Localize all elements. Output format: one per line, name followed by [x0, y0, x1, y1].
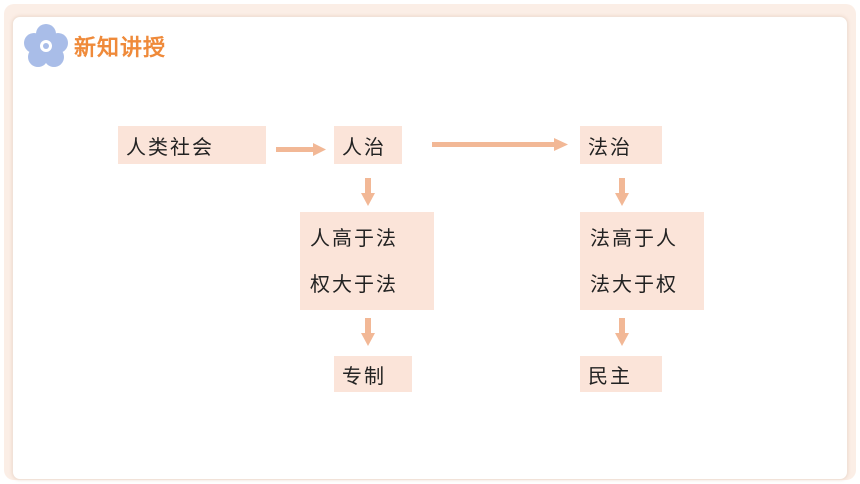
- arrow-rule-of-man-to-rule-of-law: [432, 138, 568, 151]
- node-rule-of-law: 法治: [580, 126, 662, 164]
- arrow-law-over-man-down: [615, 318, 629, 346]
- flower-icon: [22, 23, 70, 69]
- node-society: 人类社会: [118, 126, 266, 164]
- node-man-over-law: 人高于法 权大于法: [300, 212, 434, 310]
- node-autocracy: 专制: [334, 356, 412, 392]
- node-law-over-man-line-1: 法高于人: [590, 226, 678, 250]
- node-law-over-man-line-2: 法大于权: [590, 272, 678, 296]
- arrow-man-over-law-down: [361, 318, 375, 346]
- page-title: 新知讲授: [74, 36, 167, 61]
- slide-header: 新知讲授: [22, 24, 166, 68]
- arrow-rule-of-man-down: [361, 178, 375, 206]
- node-law-over-man: 法高于人 法大于权: [580, 212, 704, 310]
- node-man-over-law-line-1: 人高于法: [310, 226, 398, 250]
- node-democracy: 民主: [580, 356, 662, 392]
- arrow-society-to-rule-of-man: [276, 143, 326, 156]
- node-man-over-law-line-2: 权大于法: [310, 272, 398, 296]
- node-rule-of-man: 人治: [334, 126, 402, 164]
- arrow-rule-of-law-down: [615, 178, 629, 206]
